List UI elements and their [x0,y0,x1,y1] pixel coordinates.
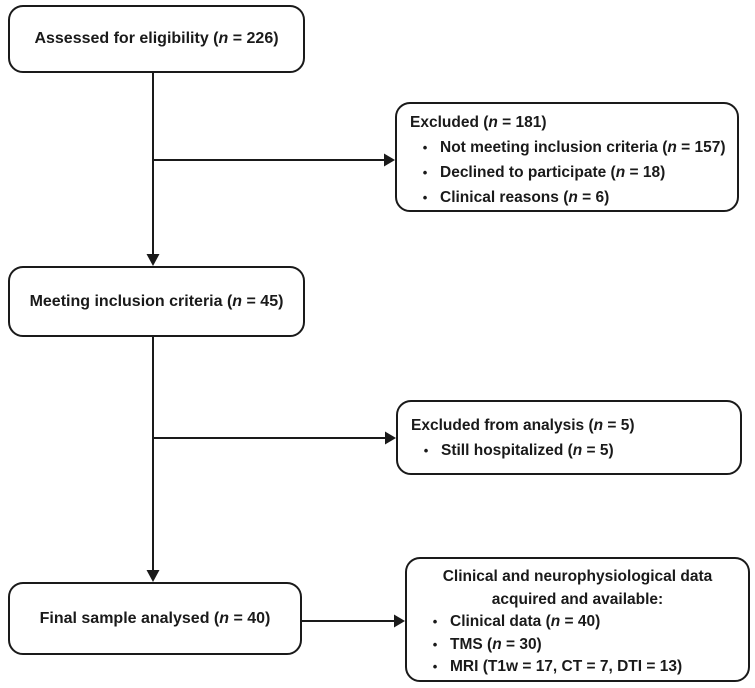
text-post: = 30) [501,635,542,653]
text-pre: Excluded ( [410,114,489,131]
arrowhead-right-excluded [384,153,395,167]
box-meeting-inclusion-criteria: Meeting inclusion criteria (n = 45) [8,266,305,337]
text-n-variable: n [219,609,230,627]
text-pre: Meeting inclusion criteria ( [29,292,233,310]
text-pre: Excluded from analysis ( [411,417,594,434]
text-post: = 5) [603,417,635,434]
bullet-icon: • [422,190,428,205]
box-excluded-from-analysis: Excluded from analysis (n = 5) • Still h… [396,400,742,475]
text-post: = 157) [676,139,726,156]
text-n-variable: n [572,442,583,459]
text-pre: Final sample analysed ( [39,609,220,627]
list-item: • Declined to participate (n = 18) [397,160,737,185]
text-n-variable: n [667,139,677,156]
text-pre: Still hospitalized ( [441,442,573,459]
bullet-icon: • [422,140,428,155]
box-data-title-line2: acquired and available: [491,590,664,608]
list-item: • Still hospitalized (n = 5) [398,438,740,463]
list-item-label: Still hospitalized (n = 5) [441,438,614,463]
list-item: • Clinical data (n = 40) [407,611,748,634]
list-item-label: Clinical data (n = 40) [450,611,600,634]
text-post: = 5) [582,442,614,459]
arrowhead-down-meeting [146,254,160,266]
list-item-label: TMS (n = 30) [450,634,542,657]
list-item: • TMS (n = 30) [407,634,748,657]
box-final-label: Final sample analysed (n = 40) [40,610,271,628]
bullet-icon: • [422,165,428,180]
bullet-icon: • [423,443,429,458]
text-post: = 18) [625,164,666,181]
list-item: • Clinical reasons (n = 6) [397,185,737,210]
box-excluded-title: Excluded (n = 181) [397,110,737,135]
text-pre: Clinical data ( [450,613,551,630]
text-post: = 45) [242,292,284,310]
text-pre: Clinical reasons ( [440,189,569,206]
list-item-label: Clinical reasons (n = 6) [440,185,609,210]
arrowhead-right-excluded-analysis [385,431,396,445]
text-post: = 40) [560,613,601,630]
box-data-available: Clinical and neurophysiological data acq… [405,557,750,682]
box-final-sample: Final sample analysed (n = 40) [8,582,302,655]
list-item: • MRI (T1w = 17, CT = 7, DTI = 13) [407,656,748,679]
box-data-title-line1: Clinical and neurophysiological data [442,568,713,585]
text-n-variable: n [568,189,578,206]
list-item-label: Declined to participate (n = 18) [440,160,665,185]
text-n-variable: n [488,114,498,131]
text-pre: Assessed for eligibility ( [34,30,219,47]
list-item-label: MRI (T1w = 17, CT = 7, DTI = 13) [450,656,682,679]
box-meeting-label: Meeting inclusion criteria (n = 45) [30,293,284,311]
text-n-variable: n [593,417,604,434]
bullet-icon: • [432,659,438,674]
list-item: • Not meeting inclusion criteria (n = 15… [397,135,737,160]
bullet-icon: • [432,636,438,652]
text-pre: Not meeting inclusion criteria ( [440,139,668,156]
box-assessed-label: Assessed for eligibility (n = 226) [34,30,278,48]
text-n-variable: n [615,164,626,181]
text-pre: TMS ( [450,635,493,653]
box-assessed-eligibility: Assessed for eligibility (n = 226) [8,5,305,73]
text-n-variable: n [232,292,243,310]
text-pre: Declined to participate ( [440,164,616,181]
text-pre: MRI (T1w = 17, CT = 7, DTI = 13) [450,658,683,675]
list-item-label: Not meeting inclusion criteria (n = 157) [440,135,726,160]
text-n-variable: n [218,30,229,47]
text-n-variable: n [550,613,561,630]
text-post: = 226) [228,30,279,47]
text-n-variable: n [492,635,502,653]
text-post: = 6) [577,189,610,206]
text-post: = 40) [229,609,271,627]
box-excluded-analysis-title: Excluded from analysis (n = 5) [398,413,740,438]
bullet-icon: • [432,614,438,629]
box-excluded: Excluded (n = 181) • Not meeting inclusi… [395,102,739,212]
text-post: = 181) [497,114,547,131]
arrowhead-down-final [146,570,160,582]
arrowhead-right-data [394,614,405,628]
